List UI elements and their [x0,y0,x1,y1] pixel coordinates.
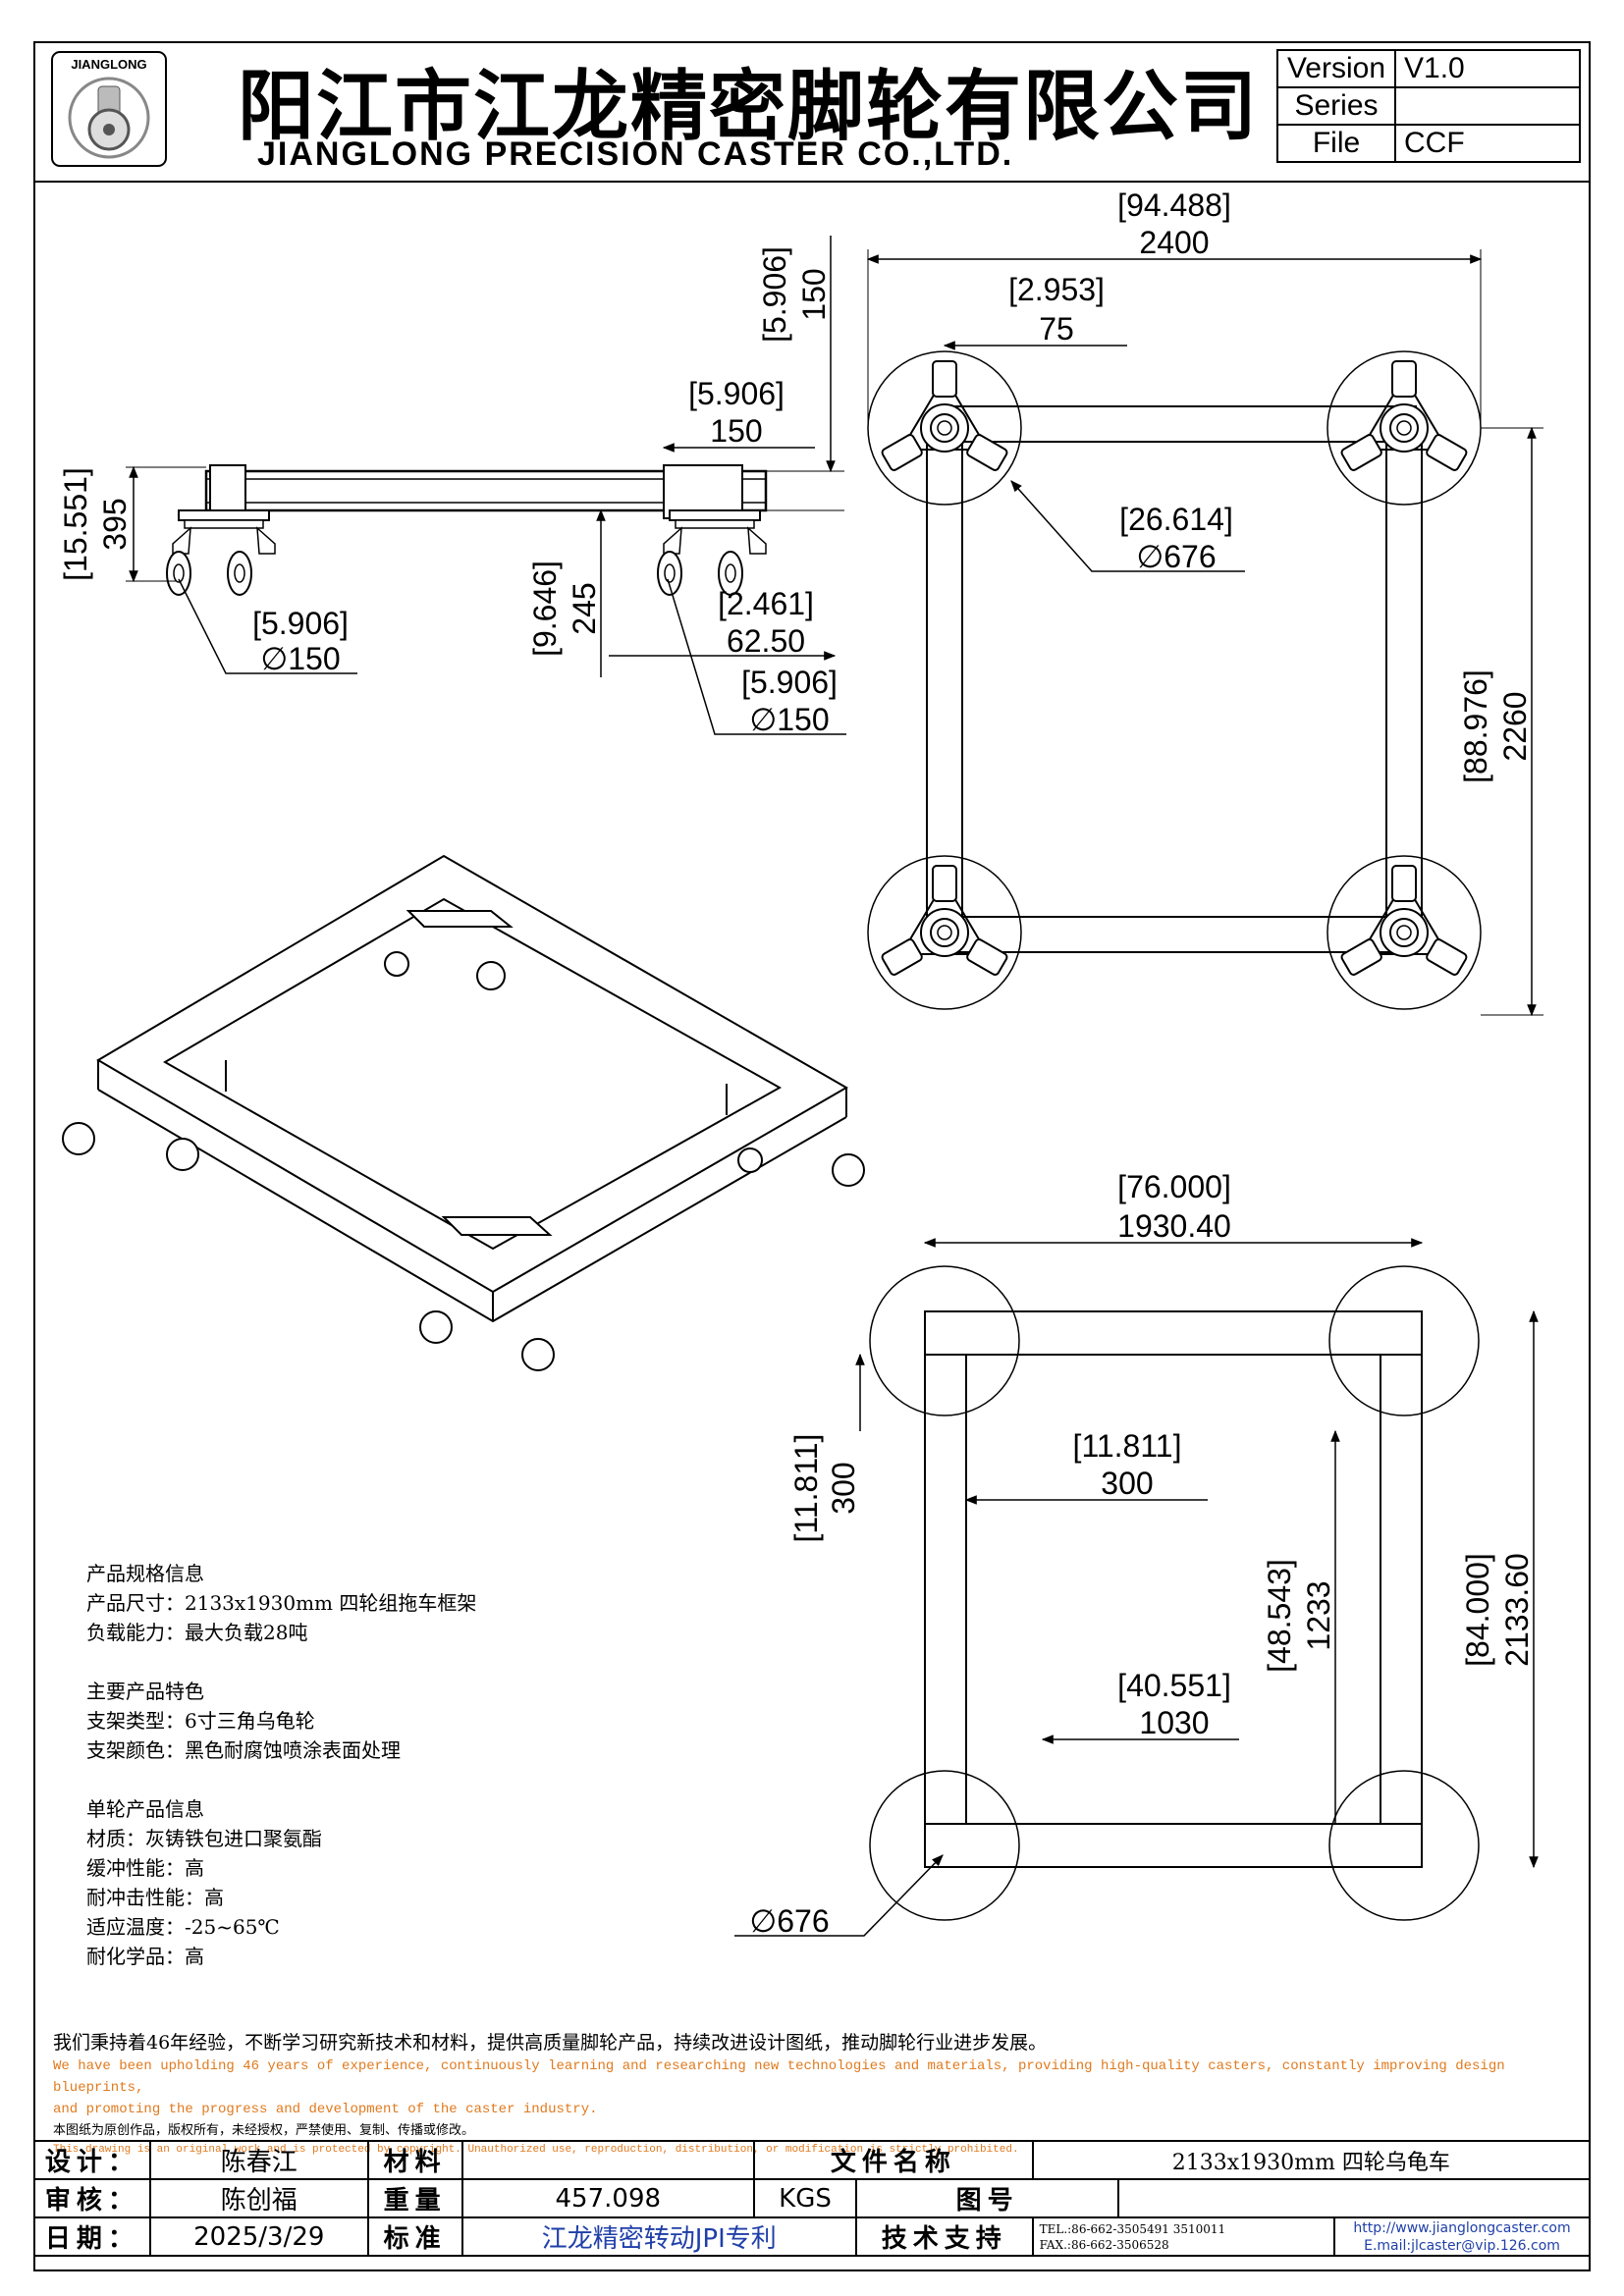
company-statement: 我们秉持着46年经验，不断学习研究新技术和材料，提供高质量脚轮产品，持续改进设计… [53,2030,1585,2158]
dim-bottom-inner-width-in: [40.551] [1117,1668,1231,1703]
specs-temp: 适应温度：-25~65℃ [86,1915,280,1939]
dim-bottom-inner-offset-in: [11.811] [1073,1428,1182,1464]
version-label: Version [1276,49,1396,88]
specs-cushion: 缓冲性能：高 [86,1856,204,1880]
web-email: http://www.jianglongcaster.com E.mail:jl… [1333,2216,1591,2257]
filename-label: 文件名称 [753,2140,1034,2180]
dim-overall-height-in: [15.551] [58,467,93,581]
dim-top-height: 150 [796,268,832,320]
title-block: 设计： 陈春江 材料 文件名称 2133x1930mm 四轮乌龟车 审核： 陈创… [33,2140,1592,2257]
email-link[interactable]: E.mail:jlcaster@vip.126.com [1364,2237,1560,2254]
series-value [1394,86,1581,126]
statement-en-line2: and promoting the progress and developme… [53,2102,598,2117]
specs-bracket-color: 支架颜色：黑色耐腐蚀喷涂表面处理 [86,1738,401,1762]
phone-fax: TEL.:86-662-3505491 3510011 FAX.:86-662-… [1031,2216,1336,2257]
header-separator [33,181,1591,183]
specs-heading-3: 单轮产品信息 [86,1797,204,1821]
dim-top-length: 2260 [1497,691,1533,761]
bottom-view: 1930.40 [76.000] 300 [11.811] 300 [11.81… [734,1169,1539,1939]
drawing-frame [33,41,1591,2271]
statement-cn: 我们秉持着46年经验，不断学习研究新技术和材料，提供高质量脚轮产品，持续改进设计… [53,2032,1048,2054]
dim-bottom-inner-offset: 300 [1101,1466,1153,1501]
website-link[interactable]: http://www.jianglongcaster.com [1353,2219,1571,2236]
logo-text: JIANGLONG [71,57,146,72]
date-value: 2025/3/29 [148,2216,369,2257]
review-label: 审核： [33,2178,151,2218]
file-label: File [1276,124,1396,163]
fax-text: FAX.:86-662-3506528 [1039,2237,1169,2252]
dim-wheel-right: ∅150 [749,702,829,737]
weight-value: 457.098 [460,2178,756,2218]
dim-bottom-inner-width: 1030 [1139,1705,1209,1740]
file-value: CCF [1394,124,1581,163]
dim-bottom-side-offset-in: [11.811] [788,1434,824,1543]
drawing-number-value [1117,2178,1591,2218]
dim-wheel-left-in: [5.906] [252,606,349,641]
top-view: 2400 [94.488] 75 [2.953] ∅676 [26.614] 2… [866,187,1543,1017]
dim-bottom-swing: ∅676 [749,1903,829,1939]
review-value: 陈创福 [148,2178,369,2218]
statement-en-line1: We have been upholding 46 years of exper… [53,2058,1505,2096]
weight-unit: KGS [753,2178,857,2218]
isometric-view [62,854,865,1371]
dim-top-length-in: [88.976] [1458,669,1493,783]
specs-size: 产品尺寸：2133x1930mm 四轮组拖车框架 [86,1591,477,1615]
dim-top-swing-in: [26.614] [1119,502,1233,537]
dim-bottom-width: 1930.40 [1117,1208,1231,1244]
dim-top-swing: ∅676 [1136,539,1216,574]
support-label: 技术支持 [854,2216,1034,2257]
product-specs: 产品规格信息 产品尺寸：2133x1930mm 四轮组拖车框架 负载能力：最大负… [86,1559,476,1971]
dim-bottom-side-offset: 300 [826,1462,861,1514]
dim-flange-width-in: [5.906] [688,376,785,411]
dim-bottom-inner-height-in: [48.543] [1262,1559,1297,1673]
dim-top-width-in: [94.488] [1117,187,1231,223]
tel-text: TEL.:86-662-3505491 3510011 [1039,2221,1226,2236]
dim-bottom-length-in: [84.000] [1460,1553,1495,1667]
dim-top-width: 2400 [1139,225,1209,260]
series-label: Series [1276,86,1396,126]
company-name-en: JIANGLONG PRECISION CASTER CO.,LTD. [257,135,1014,173]
dim-wheel-left: ∅150 [260,641,340,676]
date-label: 日期： [33,2216,151,2257]
dim-bottom-length: 2133.60 [1499,1553,1535,1667]
dim-offset-in: [2.461] [718,586,814,621]
specs-heading-2: 主要产品特色 [86,1680,204,1703]
company-logo: JIANGLONG [51,51,167,167]
dim-offset: 62.50 [727,623,805,659]
copyright-cn: 本图纸为原创作品，版权所有，未经授权，严禁使用、复制、传播或修改。 [53,2123,475,2138]
dim-bottom-width-in: [76.000] [1117,1169,1231,1204]
specs-heading-1: 产品规格信息 [86,1562,204,1585]
dim-wheel-right-in: [5.906] [741,665,838,700]
dim-top-beam-in: [2.953] [1008,272,1105,307]
standard-value: 江龙精密转动JPI专利 [460,2216,857,2257]
dim-overall-height: 395 [97,498,133,550]
design-label: 设计： [33,2140,151,2180]
side-view: 395 [15.551] 150 [5.906] 150 [5.906] 245… [58,236,846,737]
standard-label: 标准 [366,2216,463,2257]
drawing-number-label: 图号 [854,2178,1120,2218]
dim-bottom-inner-height: 1233 [1301,1580,1336,1650]
technical-drawings: 395 [15.551] 150 [5.906] 150 [5.906] 245… [58,187,1543,1939]
dim-flange-width: 150 [710,413,762,449]
specs-load: 负载能力：最大负载28吨 [86,1621,308,1644]
material-value [460,2140,756,2180]
specs-chem: 耐化学品：高 [86,1945,204,1968]
material-label: 材料 [366,2140,463,2180]
filename-value: 2133x1930mm 四轮乌龟车 [1031,2140,1592,2180]
weight-label: 重量 [366,2178,463,2218]
specs-material: 材质：灰铸铁包进口聚氨酯 [86,1827,322,1850]
specs-impact: 耐冲击性能：高 [86,1886,224,1909]
company-name-cn: 阳江市江龙精密脚轮有限公司 [238,63,1260,151]
dim-top-beam: 75 [1039,311,1074,347]
design-value: 陈春江 [148,2140,369,2180]
dim-caster-height: 245 [567,582,602,634]
version-value: V1.0 [1394,49,1581,88]
dim-top-height-in: [5.906] [757,246,792,343]
dim-caster-height-in: [9.646] [527,561,563,657]
specs-bracket-type: 支架类型：6寸三角乌龟轮 [86,1709,315,1733]
